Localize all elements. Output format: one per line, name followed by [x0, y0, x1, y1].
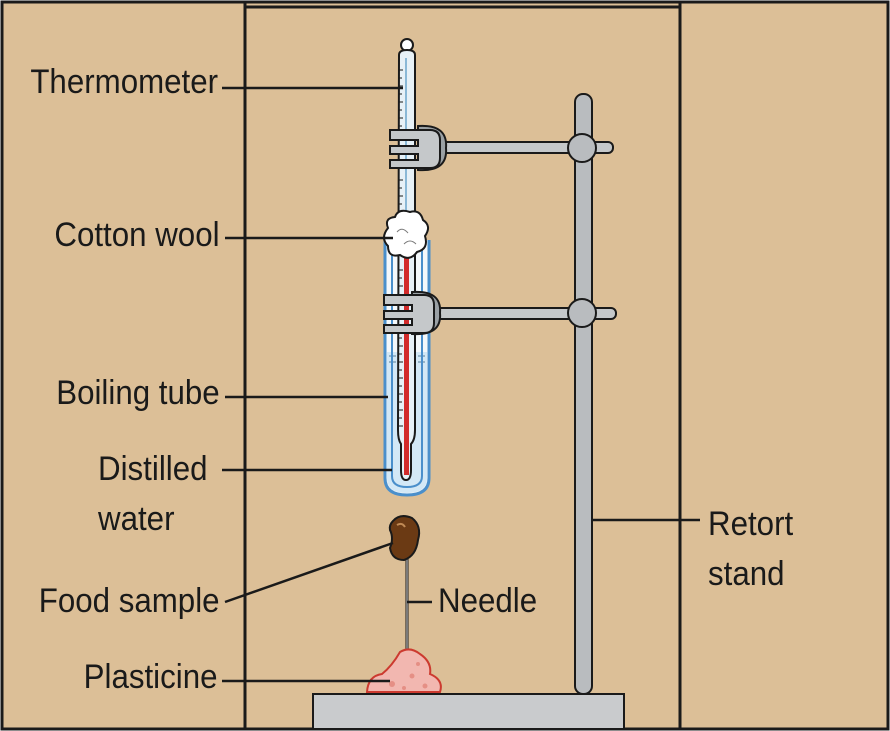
mercury-column [404, 250, 409, 475]
cotton-wool [383, 209, 429, 259]
food-sample-leader [224, 541, 394, 604]
boiling-tube-label: Boiling tube [56, 374, 220, 412]
upper-bosshead [567, 133, 597, 163]
leader-lines [222, 86, 700, 683]
lower-clamp [383, 290, 442, 336]
retort-stand-base [312, 693, 625, 730]
food-sample-label: Food sample [39, 582, 220, 620]
retort-stand-label-line2: stand [708, 555, 785, 593]
thermometer-label: Thermometer [30, 63, 218, 101]
food-sample [388, 515, 421, 562]
retort-stand-rod [574, 93, 593, 695]
needle-label: Needle [438, 582, 538, 620]
lower-bosshead [567, 298, 597, 328]
plasticine-label: Plasticine [84, 658, 218, 696]
distilled-water-label-line1: Distilled [98, 450, 208, 488]
cotton-wool-label: Cotton wool [54, 216, 220, 254]
thermometer [396, 38, 416, 482]
distilled-water-label-line2: water [98, 500, 175, 538]
retort-stand-label-line1: Retort [708, 505, 794, 543]
upper-clamp [389, 124, 448, 172]
